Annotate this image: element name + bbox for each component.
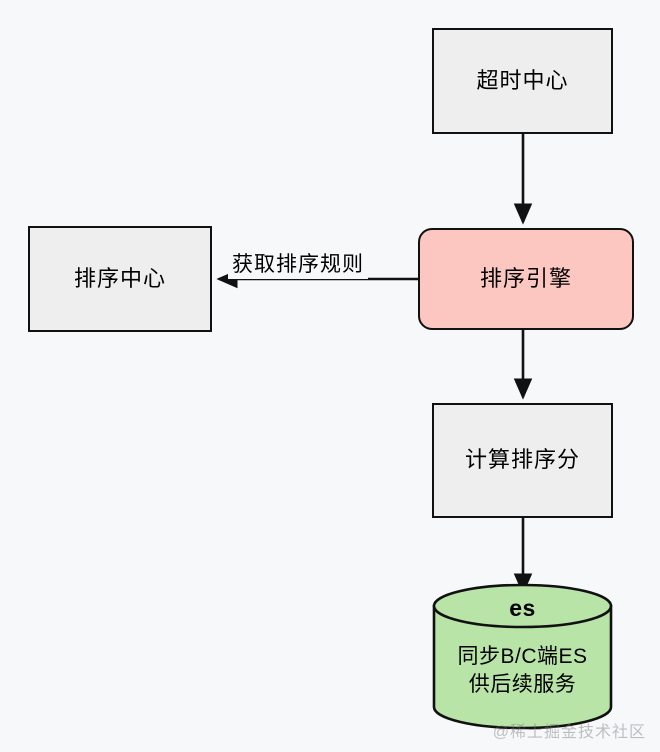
node-timeout-center[interactable]: 超时中心 xyxy=(432,28,613,134)
node-sort-center[interactable]: 排序中心 xyxy=(28,226,212,332)
node-calc-score-label: 计算排序分 xyxy=(464,447,580,473)
node-timeout-center-label: 超时中心 xyxy=(476,67,569,93)
cylinder-shape xyxy=(432,583,613,730)
node-sort-engine-label: 排序引擎 xyxy=(479,265,572,291)
node-sort-center-label: 排序中心 xyxy=(73,265,166,291)
node-calc-score[interactable]: 计算排序分 xyxy=(432,403,613,518)
node-es-store-top-label: es xyxy=(509,595,536,621)
watermark: @稀土掘金技术社区 xyxy=(492,724,646,741)
edge-label-get-sorting-rules: 获取排序规则 xyxy=(228,247,368,279)
node-es-store[interactable]: es 同步B/C端ES 供后续服务 xyxy=(432,583,613,730)
node-es-store-body-label: 同步B/C端ES 供后续服务 xyxy=(457,645,588,696)
node-sort-engine[interactable]: 排序引擎 xyxy=(418,228,634,330)
